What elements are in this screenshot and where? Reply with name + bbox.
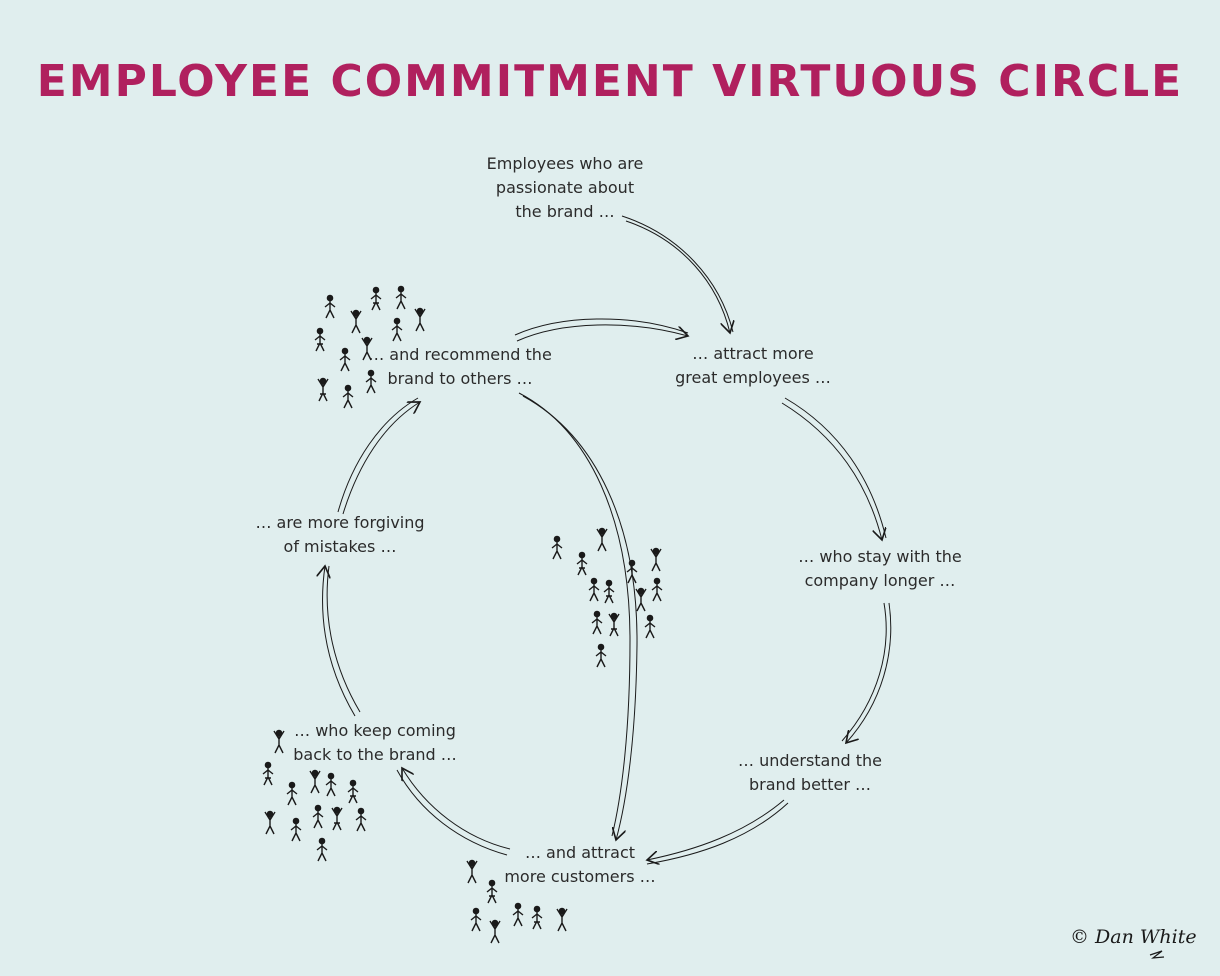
arrow-recommend-to-attract [514, 318, 688, 342]
stick-figure-icon [350, 309, 362, 334]
stick-figure-icon [576, 551, 588, 576]
stick-figure-icon [551, 535, 563, 560]
stick-figure-icon [595, 643, 607, 668]
node-understand-brand: … understand the brand better … [738, 751, 882, 794]
stick-figure-icon [635, 587, 647, 612]
arrow-customers-to-keep-coming [396, 768, 511, 856]
node-attract-customers: … and attract more customers … [504, 843, 656, 886]
arrow-attract-to-stay [781, 397, 886, 540]
stick-figure-icon [650, 547, 662, 572]
stick-figure-icon [391, 317, 403, 342]
arrow-passionate-to-attract [621, 215, 733, 333]
stick-figure-icon [531, 905, 543, 930]
stick-figure-icon [626, 559, 638, 584]
stick-figure-icon [470, 907, 482, 932]
stick-figure-icon [324, 294, 336, 319]
node-attract-employees: … attract more great employees … [675, 344, 831, 387]
diagram-title: EMPLOYEE COMMITMENT VIRTUOUS CIRCLE [36, 56, 1184, 107]
arrow-recommend-to-customers [518, 392, 638, 840]
arrow-forgiving-to-recommend [337, 397, 420, 515]
stick-figure-icon [512, 902, 524, 927]
arrow-stay-to-understand [841, 602, 892, 743]
stick-figure-icon [347, 779, 359, 804]
stick-figure-icon [355, 807, 367, 832]
node-recommend: … and recommend the brand to others … [368, 345, 552, 388]
stick-figure-icon [312, 804, 324, 829]
stick-figure-icon [331, 806, 343, 831]
node-passionate-employees: Employees who are passionate about the b… [486, 154, 644, 221]
arrow-keep-coming-to-forgiving [323, 566, 361, 717]
signature-flourish [1149, 950, 1165, 959]
stick-figure-icon [325, 772, 337, 797]
node-forgiving: … are more forgiving of mistakes … [255, 513, 425, 556]
stick-figure-icon [286, 781, 298, 806]
stick-figure-icon [365, 369, 377, 394]
node-stay-longer: … who stay with the company longer … [798, 547, 962, 590]
stick-figure-icon [290, 817, 302, 842]
stick-figure-icon [370, 286, 382, 311]
stick-figure-icon [489, 919, 501, 944]
author-credit: © Dan White [1070, 926, 1197, 948]
stick-figure-icon [486, 879, 498, 904]
stick-figure-icon [316, 837, 328, 862]
stick-figure-icon [317, 377, 329, 402]
stick-figure-icon [314, 327, 326, 352]
stick-figure-icon [339, 347, 351, 372]
stick-figure-icon [361, 336, 373, 361]
stick-figure-icon [342, 384, 354, 409]
stick-figure-icon [608, 612, 620, 637]
node-keep-coming-back: … who keep coming back to the brand … [293, 721, 457, 764]
stick-figure-icon [603, 579, 615, 604]
stick-figure-icon [309, 769, 321, 794]
stick-figure-icon [273, 729, 285, 754]
stick-figure-icon [466, 859, 478, 884]
stick-figure-icon [644, 614, 656, 639]
stick-figure-icon [591, 610, 603, 635]
stick-figure-icon [414, 307, 426, 332]
stick-figure-icon [395, 285, 407, 310]
stick-figure-crowd-icon [262, 285, 663, 944]
stick-figure-icon [596, 527, 608, 552]
stick-figure-icon [262, 761, 274, 786]
arrow-understand-to-customers [647, 799, 789, 864]
stick-figure-icon [556, 907, 568, 932]
stick-figure-icon [264, 810, 276, 835]
stick-figure-icon [651, 577, 663, 602]
stick-figure-icon [588, 577, 600, 602]
